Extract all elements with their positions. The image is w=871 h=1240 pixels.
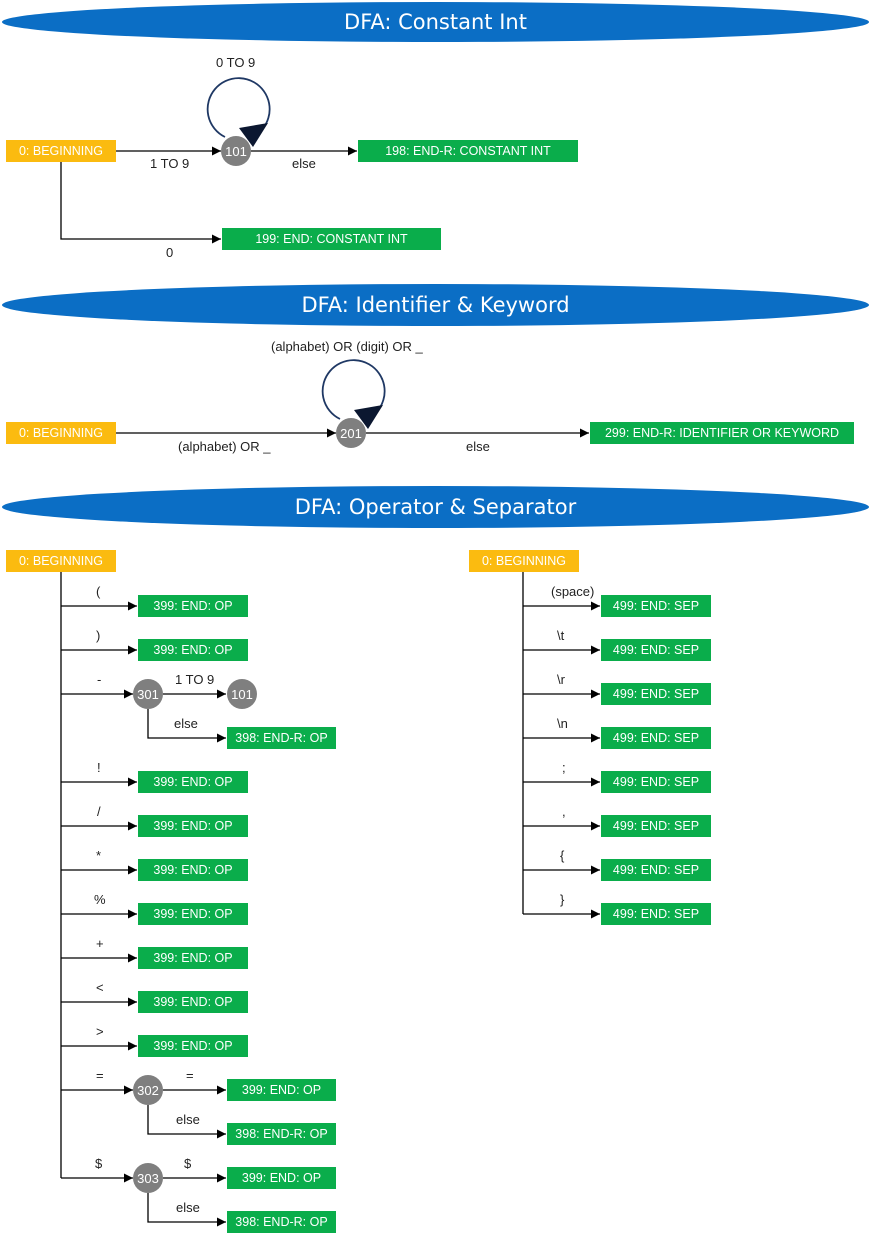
transition-label: 1 TO 9: [150, 156, 190, 171]
sep-label: {: [560, 848, 565, 863]
sep-label: ,: [562, 804, 566, 819]
state-303: 303: [133, 1163, 163, 1193]
sep-label: }: [560, 892, 565, 907]
else-label: else: [292, 156, 316, 171]
section-title: DFA: Identifier & Keyword: [301, 293, 570, 317]
sep-label: \n: [557, 716, 568, 731]
op-label: ): [96, 628, 101, 643]
op-label: $: [95, 1156, 103, 1171]
op-label: =: [96, 1068, 104, 1083]
state-101: 101: [221, 136, 251, 166]
op-label: /: [97, 804, 101, 819]
op-next-label: $: [184, 1156, 192, 1171]
loop-201-arrowhead: [354, 405, 383, 429]
op-end-box: 399: END: OP: [138, 859, 248, 881]
sep-label: ;: [562, 760, 566, 775]
op-else-end-box: 398: END-R: OP: [227, 1211, 336, 1233]
end-box-299: 299: END-R: IDENTIFIER OR KEYWORD: [590, 422, 854, 444]
start-box-operator: 0: BEGINNING: [6, 550, 116, 572]
state-301: 301: [133, 679, 163, 709]
op-label: >: [96, 1024, 104, 1039]
op-label: +: [96, 936, 104, 951]
start-box-const-int: 0: BEGINNING: [6, 140, 116, 162]
sep-label: \r: [557, 672, 565, 687]
else-label: else: [466, 439, 490, 454]
op-end-box: 399: END: OP: [138, 947, 248, 969]
state-302: 302: [133, 1075, 163, 1105]
state-101: 101: [227, 679, 257, 709]
loop-label: (alphabet) OR (digit) OR _: [271, 339, 423, 354]
sep-label: \t: [557, 628, 565, 643]
zero-label: 0: [166, 245, 174, 260]
sep-end-box: 499: END: SEP: [601, 815, 711, 837]
op-end-box: 399: END: OP: [138, 903, 248, 925]
op-end-box: 399: END: OP: [138, 639, 248, 661]
sep-end-box: 499: END: SEP: [601, 683, 711, 705]
else-label: else: [176, 1112, 200, 1127]
op-next-end-box: 399: END: OP: [227, 1079, 336, 1101]
edge-begin-to-199: [60, 162, 221, 244]
loop-label: 0 TO 9: [216, 55, 256, 70]
op-else-end-box: 398: END-R: OP: [227, 727, 336, 749]
transition-label: (alphabet) OR _: [178, 439, 271, 454]
start-box-separator: 0: BEGINNING: [469, 550, 579, 572]
banner-identifier-keyword: DFA: Identifier & Keyword: [2, 284, 869, 326]
op-end-box: 399: END: OP: [138, 815, 248, 837]
else-label: else: [176, 1200, 200, 1215]
sep-end-box: 499: END: SEP: [601, 639, 711, 661]
identifier-connectors: [116, 359, 589, 438]
op-label: -: [97, 672, 102, 687]
end-box-199: 199: END: CONSTANT INT: [222, 228, 441, 250]
section-title: DFA: Operator & Separator: [294, 495, 577, 519]
op-label: %: [94, 892, 106, 907]
loop-101: [206, 77, 271, 139]
op-end-box: 399: END: OP: [138, 991, 248, 1013]
op-else-end-box: 398: END-R: OP: [227, 1123, 336, 1145]
end-box-198: 198: END-R: CONSTANT INT: [358, 140, 578, 162]
sep-end-box: 499: END: SEP: [601, 903, 711, 925]
op-label: <: [96, 980, 104, 995]
state-201: 201: [336, 418, 366, 448]
op-end-box: 399: END: OP: [138, 771, 248, 793]
else-label: else: [174, 716, 198, 731]
op-end-box: 399: END: OP: [138, 1035, 248, 1057]
operator-connectors: [60, 572, 226, 1227]
banner-constant-int: DFA: Constant Int: [2, 2, 869, 42]
loop-201: [321, 359, 386, 421]
op-end-box: 399: END: OP: [138, 595, 248, 617]
op-next-label: =: [186, 1068, 194, 1083]
sep-label: (space): [551, 584, 595, 599]
loop-101-arrowhead: [239, 123, 268, 147]
start-box-identifier: 0: BEGINNING: [6, 422, 116, 444]
sep-end-box: 499: END: SEP: [601, 595, 711, 617]
separator-connectors: [522, 572, 600, 919]
op-label: *: [96, 848, 102, 863]
op-label: (: [96, 584, 101, 599]
op-next-end-box: 399: END: OP: [227, 1167, 336, 1189]
op-label: !: [97, 760, 101, 775]
section-title: DFA: Constant Int: [344, 10, 527, 34]
sep-end-box: 499: END: SEP: [601, 771, 711, 793]
const-int-connectors: [60, 77, 357, 244]
sep-end-box: 499: END: SEP: [601, 727, 711, 749]
banner-operator-separator: DFA: Operator & Separator: [2, 486, 869, 528]
op-next-label: 1 TO 9: [175, 672, 215, 687]
sep-end-box: 499: END: SEP: [601, 859, 711, 881]
